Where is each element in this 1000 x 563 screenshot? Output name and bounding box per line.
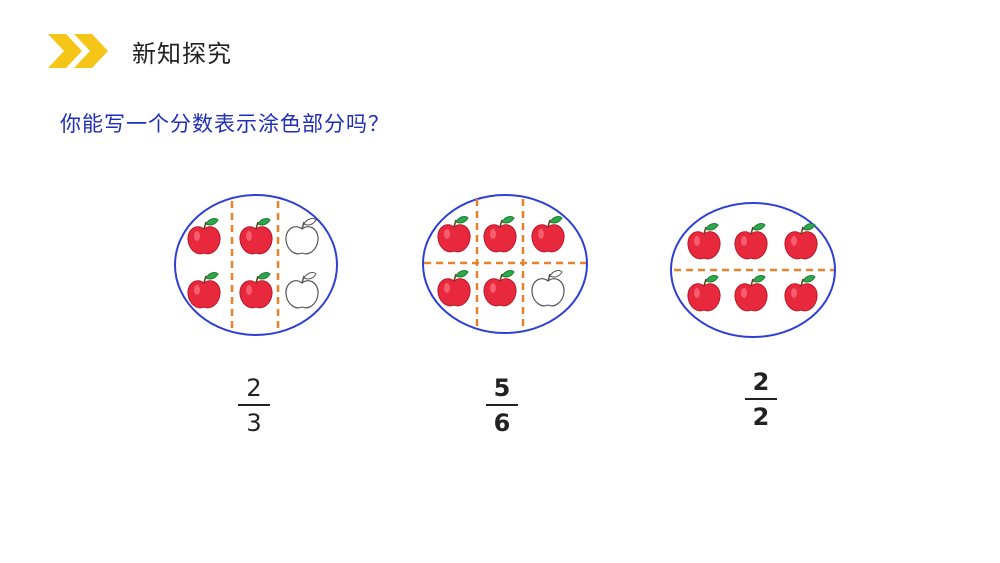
- apple-group-2: [422, 194, 588, 334]
- group-ellipse: [422, 194, 588, 334]
- red-apple-icon: [483, 216, 517, 253]
- red-apple-icon: [187, 218, 221, 255]
- fraction-bar: [238, 404, 270, 406]
- white-apple-icon: [285, 218, 319, 255]
- red-apple-icon: [784, 223, 818, 260]
- red-apple-icon: [483, 270, 517, 307]
- red-apple-icon: [687, 223, 721, 260]
- apple-group-1: [174, 194, 338, 336]
- section-title: 新知探究: [132, 40, 232, 68]
- fraction-numerator: 5: [493, 374, 511, 402]
- section-header: 新知探究: [48, 30, 448, 70]
- question-text: 你能写一个分数表示涂色部分吗？: [60, 112, 390, 136]
- red-apple-icon: [239, 272, 273, 309]
- white-apple-icon: [531, 270, 565, 307]
- red-apple-icon: [734, 223, 768, 260]
- fraction-denominator: 6: [493, 409, 511, 437]
- red-apple-icon: [437, 216, 471, 253]
- red-apple-icon: [187, 272, 221, 309]
- red-apple-icon: [687, 275, 721, 312]
- group-ellipse: [174, 194, 338, 336]
- red-apple-icon: [734, 275, 768, 312]
- red-apple-icon: [784, 275, 818, 312]
- group-ellipse: [670, 202, 836, 338]
- red-apple-icon: [239, 218, 273, 255]
- red-apple-icon: [437, 270, 471, 307]
- fraction-denominator: 2: [752, 403, 770, 431]
- double-chevron-icon: [48, 34, 108, 68]
- red-apple-icon: [531, 216, 565, 253]
- fraction-2-3: 2 3: [224, 374, 284, 437]
- fraction-bar: [486, 404, 518, 406]
- white-apple-icon: [285, 272, 319, 309]
- fraction-2-2: 2 2: [731, 368, 791, 431]
- fraction-denominator: 3: [246, 409, 262, 437]
- fraction-numerator: 2: [752, 368, 770, 396]
- fraction-5-6: 5 6: [472, 374, 532, 437]
- fraction-numerator: 2: [246, 374, 262, 402]
- apple-group-3: [670, 202, 836, 338]
- fraction-bar: [745, 398, 777, 400]
